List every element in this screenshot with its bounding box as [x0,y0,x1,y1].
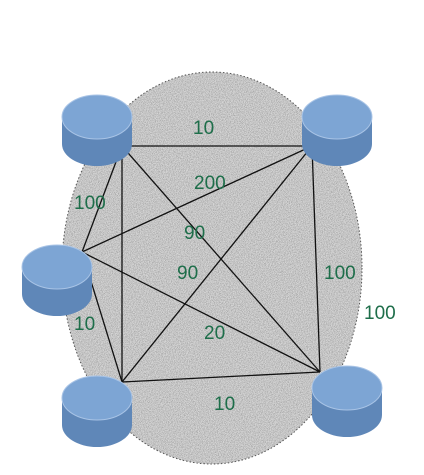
node-top-right [301,94,373,166]
edge-label-middle-left-top-right: 200 [194,173,226,194]
edge-label-top-right-bottom-right: 100 [324,263,356,284]
edge-middle-left-top-right [81,145,313,253]
edge-top-left-middle-left [81,145,123,253]
node-cylinder-top [311,365,383,411]
edge-labels: 10 100 200 90 90 100 10 20 10 [74,118,356,415]
nodes [21,94,383,447]
node-top-left [61,94,133,166]
edge-label-top-left-bottom-right: 90 [184,223,205,244]
node-bottom-right [311,365,383,437]
edge-label-top-right-bottom-left: 90 [177,263,198,284]
edge-bottom-left-bottom-right [121,371,321,383]
node-cylinder-top [301,94,373,140]
edge-label-top-left-top-right: 10 [193,118,214,139]
region-label: 100 [364,303,396,324]
node-cylinder-top [21,244,93,290]
node-cylinder-top [61,375,133,421]
node-middle-left [21,244,93,316]
node-cylinder-top [61,94,133,140]
edge-label-middle-left-bottom-left: 10 [74,314,95,335]
edge-label-top-left-middle-left: 100 [74,193,106,214]
edge-top-right-bottom-left [121,145,313,383]
edge-top-right-bottom-right [311,145,321,373]
edge-label-middle-left-bottom-right: 20 [204,323,225,344]
node-bottom-left [61,375,133,447]
edge-label-bottom-left-bottom-right: 10 [214,394,235,415]
